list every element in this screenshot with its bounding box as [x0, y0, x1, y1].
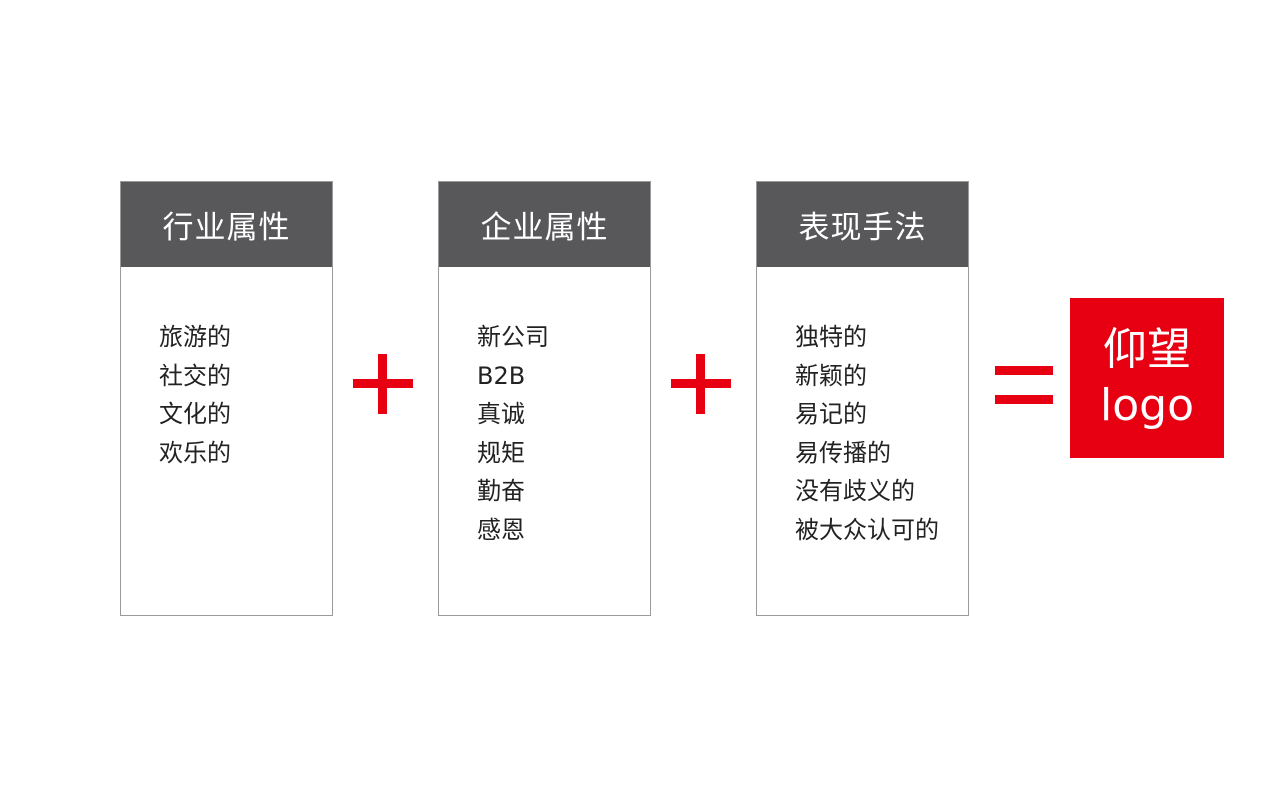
result-logo-box: 仰望 logo — [1070, 298, 1224, 458]
column-items: 新公司 B2B 真诚规矩勤奋感恩 — [477, 318, 549, 549]
list-item: B2B — [477, 361, 526, 390]
list-item: 社交的 — [159, 361, 231, 390]
list-item: 旅游的 — [159, 323, 231, 351]
list-item: 欢乐的 — [159, 438, 231, 467]
list-item: 独特的 — [795, 323, 867, 351]
list-item: 易传播的 — [795, 438, 891, 467]
attribute-column: 行业属性旅游的社交的文化的欢乐的 — [120, 181, 333, 616]
plus-icon — [671, 354, 731, 414]
equals-icon — [995, 366, 1053, 404]
logo-line-2: logo — [1100, 380, 1194, 431]
logo-line-1: 仰望 — [1103, 324, 1191, 375]
list-item: 感恩 — [477, 515, 525, 544]
list-item: 文化的 — [159, 400, 231, 428]
list-item: 规矩 — [477, 438, 525, 467]
attribute-column: 表现手法独特的新颖的易记的易传播的没有歧义的被大众认可的 — [756, 181, 969, 616]
list-item: 新颖的 — [795, 361, 867, 390]
attribute-column: 企业属性新公司 B2B 真诚规矩勤奋感恩 — [438, 181, 651, 616]
list-item: 没有歧义的 — [795, 477, 915, 505]
list-item: 勤奋 — [477, 477, 525, 505]
column-items: 旅游的社交的文化的欢乐的 — [159, 318, 231, 472]
plus-icon — [353, 354, 413, 414]
list-item: 被大众认可的 — [795, 515, 939, 544]
column-items: 独特的新颖的易记的易传播的没有歧义的被大众认可的 — [795, 318, 939, 549]
column-header: 表现手法 — [757, 182, 968, 267]
column-header: 行业属性 — [121, 182, 332, 267]
list-item: 新公司 — [477, 323, 549, 351]
column-header: 企业属性 — [439, 182, 650, 267]
list-item: 易记的 — [795, 400, 867, 428]
list-item: 真诚 — [477, 400, 525, 428]
